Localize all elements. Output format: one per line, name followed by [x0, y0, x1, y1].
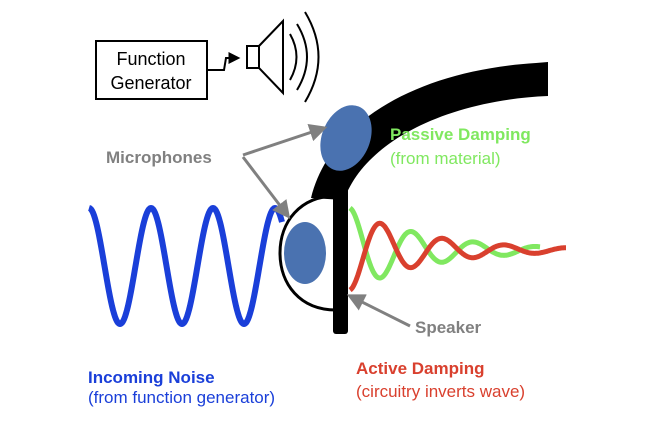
- active-damping-title: Active Damping: [356, 359, 484, 378]
- function-generator-box: [95, 40, 208, 100]
- incoming-noise-subtitle: (from function generator): [88, 388, 275, 407]
- incoming-noise-title: Incoming Noise: [88, 368, 215, 387]
- speaker-arrow: [346, 294, 411, 328]
- passive-damping-title: Passive Damping: [390, 125, 531, 144]
- microphones-arrow-outer: [242, 124, 328, 157]
- outer-microphone: [320, 105, 372, 171]
- incoming-noise-wave: [87, 205, 285, 327]
- speaker-driver: [333, 184, 348, 334]
- function-generator: Function Generator: [95, 40, 208, 100]
- active-damping-subtitle: (circuitry inverts wave): [356, 382, 525, 401]
- microphones-label: Microphones: [106, 148, 212, 167]
- microphones-arrow-inner: [241, 156, 291, 219]
- function-generator-line2: Generator: [110, 73, 191, 93]
- speaker-icon: [246, 18, 284, 96]
- active-damping-wave: [348, 220, 568, 293]
- generator-connector-arrow: [207, 52, 241, 71]
- passive-damping-subtitle: (from material): [390, 149, 501, 168]
- sound-waves-icon: [289, 11, 320, 103]
- speaker-label: Speaker: [415, 318, 482, 337]
- inner-microphone: [284, 222, 326, 284]
- function-generator-line1: Function: [116, 49, 185, 69]
- ear-cup-shell: [278, 194, 337, 312]
- passive-damping-wave: [348, 206, 542, 281]
- headband: [311, 62, 548, 200]
